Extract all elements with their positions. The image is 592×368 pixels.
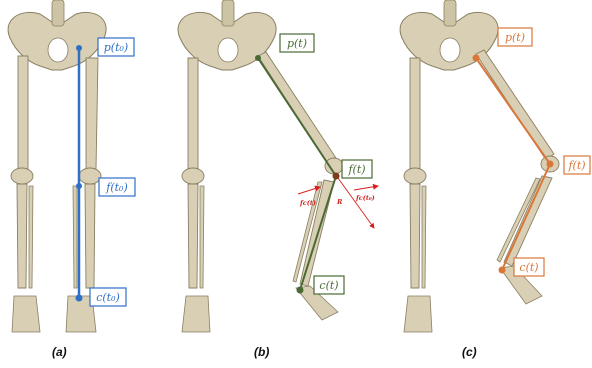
point-p-c bbox=[473, 55, 480, 62]
label-c-c-text: c(t) bbox=[519, 261, 538, 274]
label-f-c: f(t) bbox=[564, 156, 590, 174]
label-p-a-text: p(t₀) bbox=[104, 41, 128, 54]
label-f-b-text: f(t) bbox=[347, 163, 365, 176]
point-f-c bbox=[547, 161, 554, 168]
fc-label: fc(t) bbox=[299, 199, 316, 207]
left-leg-b bbox=[182, 58, 210, 332]
point-c-b bbox=[297, 287, 304, 294]
point-c-c bbox=[499, 267, 506, 274]
label-p-b: p(t) bbox=[280, 34, 314, 52]
label-f-c-text: f(t) bbox=[567, 159, 585, 172]
label-f-a-text: f(t₀) bbox=[105, 181, 127, 194]
left-leg-a bbox=[11, 56, 40, 332]
point-p-b bbox=[255, 55, 261, 61]
caption-c: (c) bbox=[462, 345, 477, 359]
label-f-a: f(t₀) bbox=[99, 178, 135, 196]
panel-b: fc(t) R fc(t₀) p(t) f(t) c(t) (b) bbox=[178, 0, 378, 359]
label-p-c: p(t) bbox=[498, 28, 532, 46]
R-arrow bbox=[338, 178, 374, 228]
label-p-c-text: p(t) bbox=[505, 31, 525, 44]
caption-b: (b) bbox=[254, 345, 269, 359]
left-leg-c bbox=[404, 58, 432, 332]
R-label: R bbox=[336, 198, 343, 206]
label-c-c: c(t) bbox=[514, 258, 544, 276]
femur-line-c bbox=[476, 58, 550, 164]
point-f-a bbox=[76, 183, 82, 189]
panel-a: p(t₀) f(t₀) c(t₀) (a) bbox=[8, 0, 135, 359]
tibia-line-c bbox=[502, 164, 550, 270]
fc0-label: fc(t₀) bbox=[355, 194, 375, 202]
caption-a: (a) bbox=[52, 345, 67, 359]
femur-line-b bbox=[258, 58, 336, 176]
label-c-b: c(t) bbox=[314, 276, 344, 294]
label-c-a-text: c(t₀) bbox=[96, 291, 120, 304]
point-p-a bbox=[76, 45, 82, 51]
point-c-a bbox=[76, 295, 83, 302]
label-p-b-text: p(t) bbox=[287, 37, 307, 50]
label-p-a: p(t₀) bbox=[98, 38, 134, 56]
panel-c: p(t) f(t) c(t) (c) bbox=[400, 0, 590, 359]
fc0-arrow bbox=[354, 186, 378, 190]
label-c-a: c(t₀) bbox=[90, 288, 126, 306]
label-f-b: f(t) bbox=[342, 160, 372, 178]
label-c-b-text: c(t) bbox=[319, 279, 338, 292]
